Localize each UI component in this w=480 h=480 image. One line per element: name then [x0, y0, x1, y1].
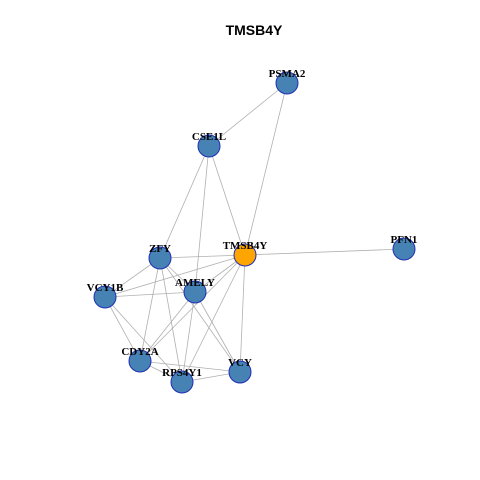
edge-amely-cdy2a: [139, 291, 196, 362]
node-circle[interactable]: [275, 71, 299, 95]
edge-amely-rps4y1: [181, 291, 196, 383]
edge-tmsb4y-vcy: [239, 254, 246, 373]
node-circle[interactable]: [197, 134, 221, 158]
node-vcy1b[interactable]: VCY1B: [87, 282, 124, 309]
edge-vcy1b-cdy2a: [104, 296, 141, 362]
edge-cse1l-amely: [194, 145, 210, 293]
graph-title: TMSB4Y: [226, 22, 283, 38]
node-circle[interactable]: [128, 349, 152, 373]
node-circle[interactable]: [228, 360, 252, 384]
node-circle[interactable]: [233, 243, 257, 267]
node-label: TMSB4Y: [223, 240, 268, 252]
node-label: PFN1: [391, 234, 418, 246]
node-cdy2a[interactable]: CDY2A: [121, 346, 159, 373]
edge-psma2-tmsb4y: [244, 82, 288, 256]
node-vcy[interactable]: VCY: [228, 357, 252, 384]
node-circle[interactable]: [148, 246, 172, 270]
node-tmsb4y[interactable]: TMSB4Y: [223, 240, 268, 267]
edge-layer: [104, 82, 405, 383]
edge-tmsb4y-zfy: [159, 254, 246, 259]
node-rps4y1[interactable]: RPS4Y1: [162, 367, 202, 394]
node-amely[interactable]: AMELY: [175, 277, 215, 304]
node-psma2[interactable]: PSMA2: [269, 68, 306, 95]
node-pfn1[interactable]: PFN1: [391, 234, 418, 261]
edge-zfy-rps4y1: [159, 257, 183, 383]
node-label: VCY1B: [87, 282, 124, 294]
node-label: AMELY: [175, 277, 215, 289]
node-zfy[interactable]: ZFY: [148, 243, 172, 270]
edge-psma2-cse1l: [208, 82, 288, 147]
edge-tmsb4y-rps4y1: [181, 254, 246, 383]
node-label: CDY2A: [121, 346, 158, 358]
node-circle[interactable]: [183, 280, 207, 304]
node-circle[interactable]: [170, 370, 194, 394]
edge-vcy1b-amely: [104, 291, 196, 298]
node-circle[interactable]: [392, 237, 416, 261]
edge-zfy-cdy2a: [139, 257, 161, 362]
edge-tmsb4y-vcy1b: [104, 254, 246, 298]
edge-cse1l-zfy: [159, 145, 210, 259]
edge-zfy-vcy: [159, 257, 241, 373]
node-label: CSE1L: [192, 131, 226, 143]
edge-tmsb4y-pfn1: [244, 248, 405, 256]
edge-cse1l-tmsb4y: [208, 145, 246, 256]
node-label: VCY: [228, 357, 252, 369]
node-circle[interactable]: [93, 285, 117, 309]
node-label: RPS4Y1: [162, 367, 202, 379]
node-cse1l[interactable]: CSE1L: [192, 131, 226, 158]
edge-amely-vcy: [194, 291, 241, 373]
node-label: ZFY: [149, 243, 171, 255]
edge-cdy2a-vcy: [139, 360, 241, 373]
edge-vcy1b-rps4y1: [104, 296, 183, 383]
node-label: PSMA2: [269, 68, 306, 80]
